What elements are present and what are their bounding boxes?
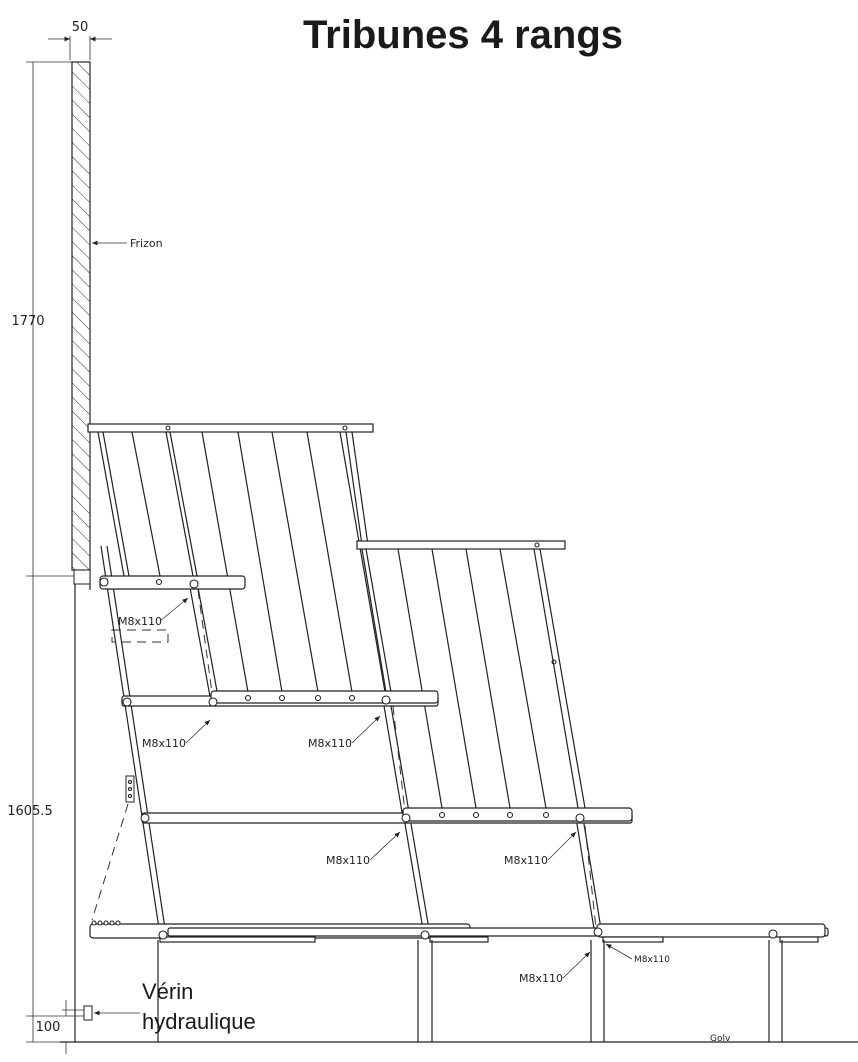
bolt-callout-3: M8x110	[308, 715, 381, 750]
wall-thickness-value: 50	[72, 20, 89, 35]
lower-height-value: 1605.5	[7, 804, 53, 819]
bolt-callout-2: M8x110	[142, 719, 211, 750]
bolt-label: M8x110	[504, 854, 548, 867]
seat-rows	[89, 575, 829, 943]
floor-line: Golv	[60, 1034, 858, 1044]
height-dimensions: 1770 1605.5 100	[7, 61, 76, 1054]
jack-label-line2: hydraulique	[142, 1009, 256, 1034]
bolt-callout-1: M8x110	[118, 597, 189, 628]
floor-label: Golv	[710, 1034, 731, 1044]
top-railing	[87, 423, 386, 693]
frizon-label: Frizon	[130, 237, 163, 250]
jack-label-line1: Vérin	[142, 979, 193, 1004]
bolt-label: M8x110	[326, 854, 370, 867]
support-legs	[100, 545, 603, 936]
pivot-points	[91, 577, 778, 940]
bolt-label: M8x110	[634, 955, 670, 965]
base-height-value: 100	[36, 1020, 61, 1035]
bolt-callout-4: M8x110	[326, 831, 401, 867]
frizon-wall: Frizon	[71, 61, 163, 1042]
hydraulic-jack: Vérin hydraulique	[62, 629, 256, 1034]
floor-posts	[157, 940, 783, 1042]
bolt-label: M8x110	[308, 737, 352, 750]
upper-height-value: 1770	[11, 314, 44, 329]
second-railing	[356, 540, 586, 809]
seat-row-1	[99, 575, 246, 590]
bolt-callouts: M8x110 M8x110 M8x110 M8x110 M8x110 M8x11…	[118, 597, 670, 985]
wall-thickness-dimension: 50	[48, 20, 112, 60]
bolt-callout-7: M8x110	[605, 943, 670, 965]
bolt-callout-6: M8x110	[519, 951, 591, 985]
bolt-callout-5: M8x110	[504, 831, 577, 867]
drawing-title: Tribunes 4 rangs	[303, 13, 623, 57]
bolt-label: M8x110	[142, 737, 186, 750]
bolt-label: M8x110	[519, 972, 563, 985]
bolt-label: M8x110	[118, 615, 162, 628]
